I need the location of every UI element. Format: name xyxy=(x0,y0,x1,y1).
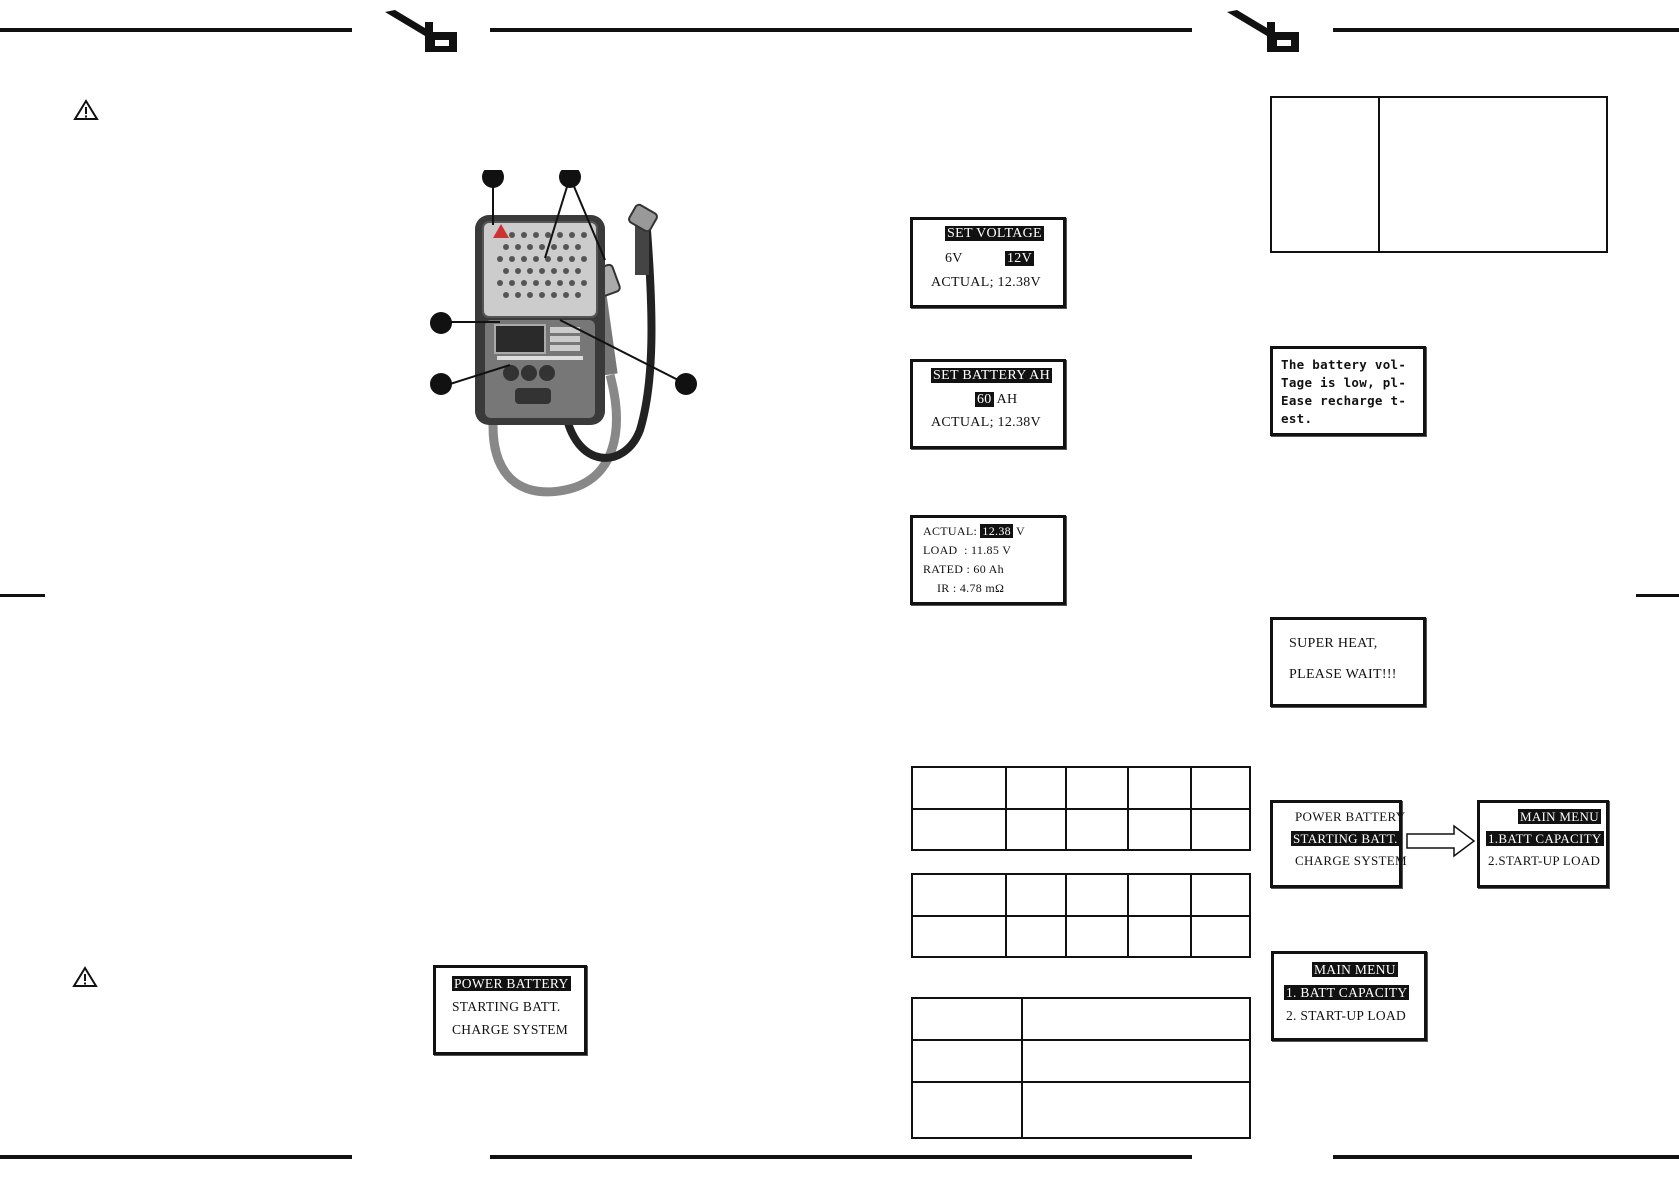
menu-item-charge-system: CHARGE SYSTEM xyxy=(1295,853,1407,868)
lcd-low-voltage: The battery vol- Tage is low, pl- Ease r… xyxy=(1270,346,1426,436)
message-line: Ease recharge t- xyxy=(1281,393,1407,408)
menu-item-power-battery-selected: POWER BATTERY xyxy=(452,976,571,991)
header-rule-right xyxy=(1333,28,1679,32)
option-12v-selected: 12V xyxy=(1005,251,1035,266)
lcd-set-voltage: SET VOLTAGE 6V 12V ACTUAL; 12.38V xyxy=(910,217,1066,308)
option-6v: 6V xyxy=(945,251,963,266)
lcd-battery-type-select: POWER BATTERY STARTING BATT. CHARGE SYST… xyxy=(1270,800,1407,888)
message-line: The battery vol- xyxy=(1281,357,1407,372)
message-line: est. xyxy=(1281,411,1313,426)
actual-voltage: ACTUAL; 12.38V xyxy=(931,415,1041,430)
info-table xyxy=(1270,96,1608,253)
menu-item-power-battery: POWER BATTERY xyxy=(1295,809,1406,824)
spec-table-2 xyxy=(911,873,1251,958)
side-mark-left xyxy=(0,594,45,597)
main-menu-title: MAIN MENU xyxy=(1312,962,1398,977)
header-rule-middle xyxy=(490,28,1192,32)
lcd-main-menu: MAIN MENU 1.BATT CAPACITY 2.START-UP LOA… xyxy=(1477,800,1609,888)
menu-item-batt-capacity-selected: 1.BATT CAPACITY xyxy=(1486,831,1604,846)
arrow-right-icon xyxy=(1406,824,1476,858)
menu-item-batt-capacity-selected: 1. BATT CAPACITY xyxy=(1284,985,1410,1000)
rated-line: RATED : 60 Ah xyxy=(923,562,1004,576)
footer-rule-left xyxy=(0,1155,352,1159)
ah-value-selected: 60 xyxy=(975,392,994,407)
spec-table-3 xyxy=(911,997,1251,1139)
actual-unit: V xyxy=(1016,524,1025,538)
menu-item-start-up-load: 2. START-UP LOAD xyxy=(1286,1008,1407,1023)
callout-leaders xyxy=(449,319,687,385)
brand-logo-icon xyxy=(385,10,457,52)
menu-item-starting-batt-selected: STARTING BATT. xyxy=(1291,831,1400,846)
ir-label: IR : xyxy=(937,581,957,595)
warning-icon xyxy=(72,966,98,987)
lcd-main-menu-2: MAIN MENU 1. BATT CAPACITY 2. START-UP L… xyxy=(1271,951,1427,1041)
footer-rule-middle xyxy=(490,1155,1192,1159)
spec-table-1 xyxy=(911,766,1251,851)
message-line: Tage is low, pl- xyxy=(1281,375,1407,390)
super-heat-line: SUPER HEAT, xyxy=(1289,636,1378,651)
lcd-title: SET VOLTAGE xyxy=(945,226,1044,241)
side-mark-right xyxy=(1636,594,1679,597)
actual-value: 12.38 xyxy=(980,524,1013,538)
ir-value: 4.78 mΩ xyxy=(959,581,1005,595)
please-wait-line: PLEASE WAIT!!! xyxy=(1289,667,1397,682)
menu-item-starting-batt: STARTING BATT. xyxy=(452,999,561,1014)
lcd-test-results: ACTUAL: 12.38 V LOAD : 11.85 V RATED : 6… xyxy=(910,515,1066,605)
main-menu-title: MAIN MENU xyxy=(1518,809,1601,824)
actual-voltage: ACTUAL; 12.38V xyxy=(931,275,1041,290)
lcd-title: SET BATTERY AH xyxy=(931,368,1052,383)
actual-label: ACTUAL: xyxy=(923,524,978,538)
battery-tester-illustration xyxy=(475,170,658,497)
callout-marker xyxy=(430,312,452,334)
lcd-set-battery-ah: SET BATTERY AH 60 AH ACTUAL; 12.38V xyxy=(910,359,1066,449)
ah-unit: AH xyxy=(996,392,1018,407)
warning-icon xyxy=(73,99,99,120)
lcd-battery-type-default: POWER BATTERY STARTING BATT. CHARGE SYST… xyxy=(433,965,587,1055)
menu-item-charge-system: CHARGE SYSTEM xyxy=(452,1022,569,1037)
footer-rule-right xyxy=(1333,1155,1679,1159)
header-rule-left xyxy=(0,28,352,32)
lcd-super-heat: SUPER HEAT, PLEASE WAIT!!! xyxy=(1270,617,1426,707)
brand-logo-icon xyxy=(1227,10,1299,52)
menu-item-start-up-load: 2.START-UP LOAD xyxy=(1488,853,1601,868)
load-line: LOAD : 11.85 V xyxy=(923,543,1012,557)
callout-marker xyxy=(430,373,452,395)
